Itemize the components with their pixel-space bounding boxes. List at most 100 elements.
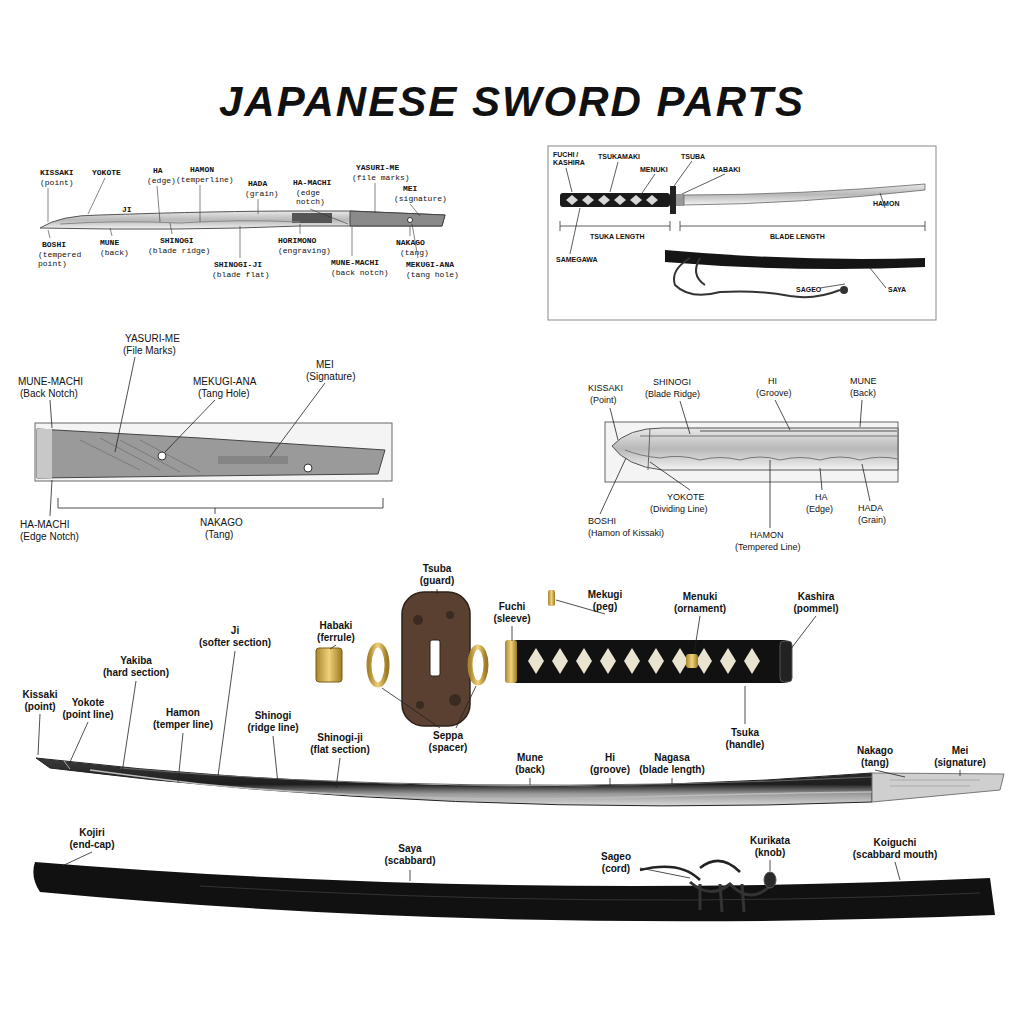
sword-drawing-ellipse — [764, 872, 776, 888]
sword-drawing-line — [64, 761, 70, 769]
sword-drawing-path — [872, 773, 1004, 802]
sword-drawing-rect — [605, 422, 898, 482]
tang-panel — [35, 357, 392, 516]
part-label: (Tang) — [205, 529, 233, 541]
sword-drawing-line — [410, 870, 411, 881]
part-label: (edge) — [147, 176, 176, 185]
sword-drawing-line — [860, 400, 862, 427]
part-label: (ridge line) — [247, 722, 298, 734]
sword-drawing-path — [640, 436, 898, 437]
sword-drawing-line — [122, 681, 136, 773]
part-label: HORIMONO — [278, 236, 316, 245]
sword-drawing-path — [80, 438, 200, 472]
part-label: BLADE LENGTH — [770, 233, 825, 241]
part-label: HA — [815, 492, 828, 502]
part-label: TSUKA LENGTH — [590, 233, 645, 241]
sword-drawing-rect — [780, 641, 792, 682]
sword-drawing-line — [50, 400, 52, 428]
part-label: SHINOGI-JI — [214, 260, 262, 269]
part-label: MEKUGI-ANA — [406, 260, 454, 269]
part-label: (ferrule) — [317, 632, 355, 644]
sword-drawing-line — [310, 209, 348, 224]
part-label: MENUKI — [640, 166, 668, 174]
sword-drawing-line — [382, 688, 440, 728]
sword-drawing-circle — [408, 218, 413, 223]
part-label: YOKOTE — [667, 492, 705, 502]
part-label: MUNE-MACHI — [18, 376, 83, 388]
sword-drawing-rect — [505, 640, 790, 683]
sword-drawing-line — [770, 860, 771, 871]
part-label: MUNE-MACHI — [331, 258, 379, 267]
sword-drawing-path — [690, 882, 770, 912]
part-label: HI — [768, 376, 777, 386]
sword-drawing-line — [62, 852, 92, 866]
part-label: (spacer) — [429, 742, 468, 754]
part-label: Menuki — [683, 591, 717, 603]
sword-drawing-line — [790, 616, 816, 650]
part-label: HAMON — [873, 200, 899, 208]
part-label: (scabbard) — [384, 855, 435, 867]
sword-drawing-line — [640, 174, 655, 196]
fittings — [316, 590, 792, 726]
part-label: (hard section) — [103, 667, 169, 679]
part-label: (engraving) — [278, 246, 331, 255]
sword-drawing-path — [33, 862, 995, 921]
part-label: Mune — [517, 752, 543, 764]
sword-drawing-rect — [402, 592, 470, 726]
sword-drawing-line — [48, 230, 50, 238]
part-label: Kashira — [798, 591, 835, 603]
part-label: (handle) — [726, 739, 765, 751]
part-label: (Edge Notch) — [20, 531, 79, 543]
sword-drawing-rect — [505, 640, 517, 683]
part-label: YASURI-ME — [356, 163, 399, 172]
part-label: (grain) — [245, 189, 279, 198]
sword-drawing-line — [672, 778, 673, 784]
sword-drawing-path — [566, 195, 658, 205]
part-label: Shinogi-ji — [317, 732, 363, 744]
part-label: Yakiba — [120, 655, 152, 667]
sword-drawing-line — [200, 185, 201, 222]
sword-drawing-line — [273, 736, 278, 784]
sword-drawing-circle — [304, 464, 312, 472]
part-label: Tsuka — [731, 727, 759, 739]
sword-drawing-path — [58, 498, 383, 508]
part-label: (signature) — [394, 194, 447, 203]
sword-drawing-line — [456, 686, 476, 728]
part-label: NAKAGO — [396, 238, 425, 247]
part-label: (peg) — [593, 601, 617, 613]
sword-drawing-line — [560, 221, 561, 231]
part-label: (point) — [40, 178, 74, 187]
part-label: HA — [153, 166, 163, 175]
part-label: Kurikata — [750, 835, 790, 847]
part-label: Hamon — [166, 707, 200, 719]
sword-drawing-line — [512, 626, 513, 641]
part-label: (blade ridge) — [148, 246, 210, 255]
part-label: (sleeve) — [493, 613, 530, 625]
sword-drawing-line — [670, 221, 671, 231]
part-label: FUCHI / — [553, 151, 578, 159]
part-label: Tsuba — [423, 563, 452, 575]
part-label: SHINOGI — [653, 377, 691, 387]
part-label: Nagasa — [654, 752, 690, 764]
part-label: (Back) — [850, 388, 876, 398]
katana-blade — [36, 758, 1004, 806]
part-label: (tempered point) — [38, 250, 86, 268]
part-label: (knob) — [755, 847, 786, 859]
part-label: (Groove) — [756, 388, 792, 398]
part-label: (Back Notch) — [20, 388, 78, 400]
part-label: Habaki — [320, 620, 353, 632]
sword-drawing-line — [925, 221, 926, 231]
sword-drawing-rect — [218, 456, 288, 464]
part-label: (ornament) — [674, 603, 726, 615]
part-label: Hi — [605, 752, 615, 764]
sword-drawing-line — [680, 226, 925, 227]
sword-drawing-path — [612, 428, 898, 470]
part-label: SAYA — [888, 286, 906, 294]
sword-drawing-path — [60, 221, 300, 224]
part-label: Koiguchi — [874, 837, 917, 849]
sword-drawing-path — [350, 211, 445, 226]
sword-drawing-rect — [35, 423, 392, 481]
part-label: TSUBA — [681, 153, 705, 161]
part-label: Kissaki — [22, 689, 57, 701]
